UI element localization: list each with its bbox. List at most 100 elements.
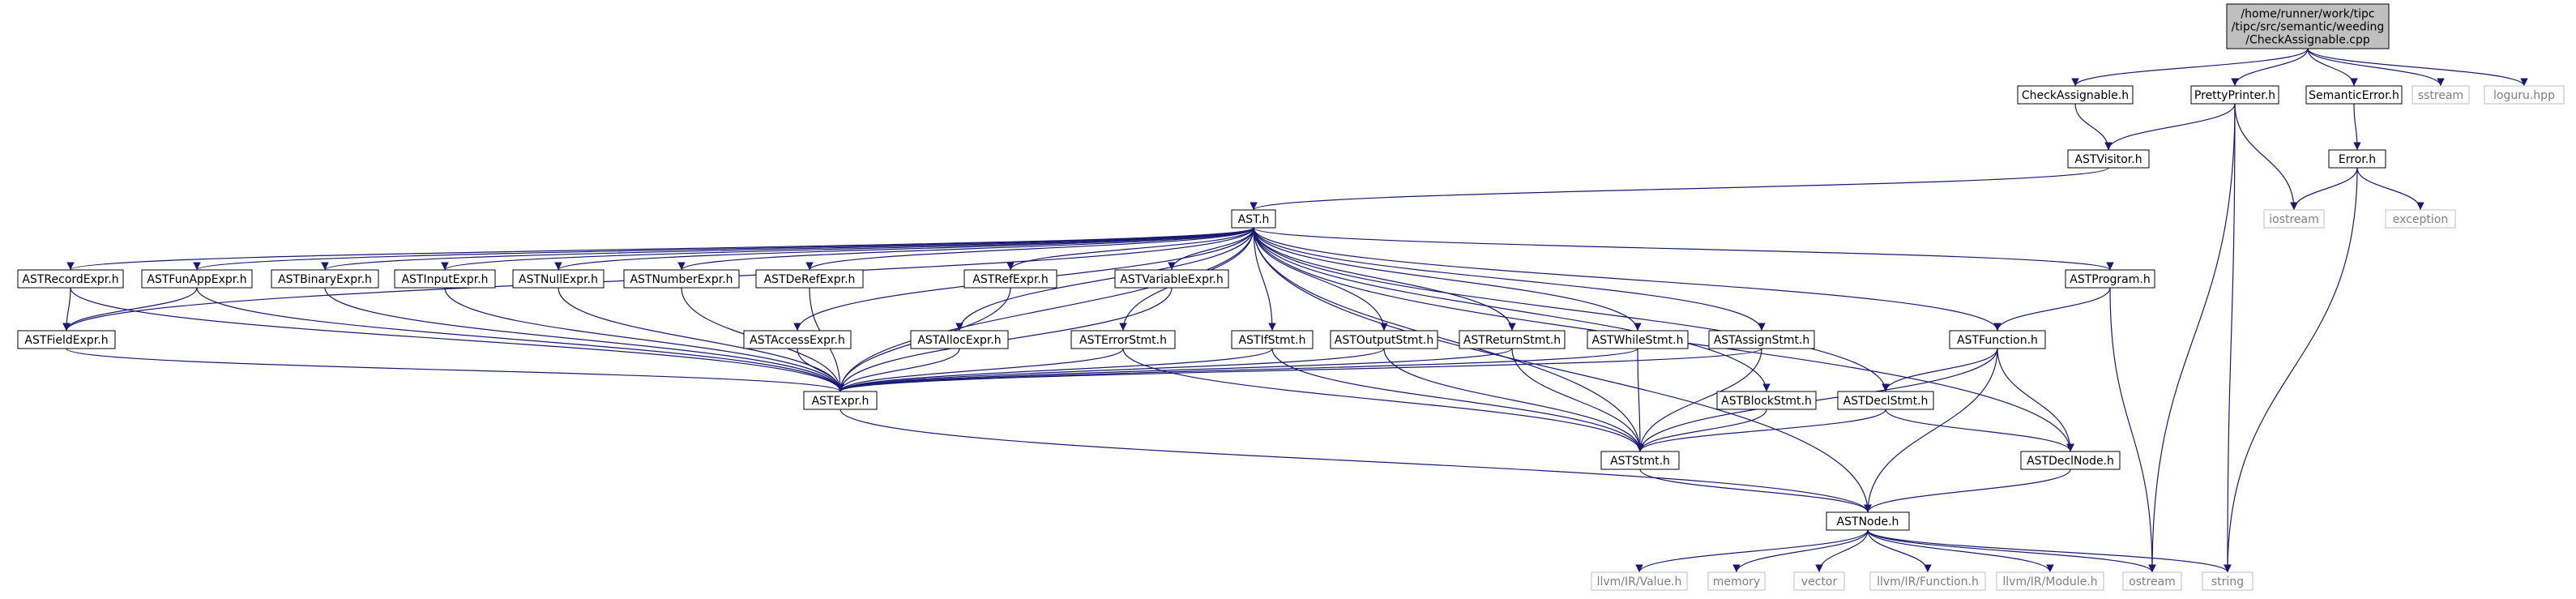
node-string: string [2202, 571, 2253, 591]
node-astoutputstmt-h[interactable]: ASTOutputStmt.h [1330, 330, 1438, 349]
node-box [1869, 571, 1986, 591]
edge-error_h-to-string [2224, 167, 2358, 573]
node-label: ASTFunction.h [1957, 334, 2038, 347]
node-box [394, 269, 496, 289]
node-box [910, 330, 1009, 349]
node-box [2484, 85, 2565, 105]
node-astfunappexpr-h[interactable]: ASTFunAppExpr.h [141, 269, 253, 289]
node-label: llvm/IR/Value.h [1597, 575, 1682, 588]
edge-asterrorstmt_h-to-astexpr_h [836, 348, 1124, 392]
edge-astfunction_h-to-aststmt_h [1636, 348, 1998, 452]
node-box [2067, 149, 2150, 169]
edge-astrecordexpr_h-to-astexpr_h [70, 287, 844, 392]
node-astassignstmt-h[interactable]: ASTAssignStmt.h [1708, 330, 1815, 349]
node-semanticerror-h[interactable]: SemanticError.h [2305, 85, 2403, 105]
node-astderefexpr-h[interactable]: ASTDeRefExpr.h [755, 269, 864, 289]
node-box [1587, 330, 1689, 349]
node-box [17, 269, 124, 289]
node-prettyprinter-h[interactable]: PrettyPrinter.h [2190, 85, 2279, 105]
node-label: ASTInputExpr.h [401, 273, 488, 286]
edge-astfieldexpr_h-to-astexpr_h [66, 348, 844, 392]
node-astfunction-h[interactable]: ASTFunction.h [1949, 330, 2046, 349]
node-error-h[interactable]: Error.h [2328, 149, 2386, 169]
node-llvm-value-h: llvm/IR/Value.h [1591, 571, 1688, 591]
edge-astexpr_h-to-astnode_h [839, 409, 1872, 513]
node-label: ASTDeclNode.h [2027, 455, 2114, 468]
edge-astfunction_h-to-astnode_h [1864, 348, 1998, 513]
node-box [2226, 3, 2390, 49]
edge-ast_h-to-astnumberexpr_h [677, 227, 1254, 271]
edge-astifstmt_h-to-astexpr_h [836, 348, 1273, 392]
edge-semanticerror_h-to-error_h [2353, 103, 2361, 151]
node-astwhilestmt-h[interactable]: ASTWhileStmt.h [1587, 330, 1689, 349]
node-astrecordexpr-h[interactable]: ASTRecordExpr.h [17, 269, 124, 289]
node-label: SemanticError.h [2309, 89, 2399, 102]
node-astrefexpr-h[interactable]: ASTRefExpr.h [963, 269, 1057, 289]
node-label: iostream [2269, 213, 2319, 226]
node-label: ASTAssignStmt.h [1714, 334, 1810, 347]
node-label: memory [1713, 575, 1761, 588]
node-astvisitor-h[interactable]: ASTVisitor.h [2067, 149, 2150, 169]
node-aststmt-h[interactable]: ASTStmt.h [1600, 451, 1680, 470]
node-astnullexpr-h[interactable]: ASTNullExpr.h [512, 269, 604, 289]
edge-ast_h-to-astnullexpr_h [554, 227, 1254, 271]
node-llvm-module-h: llvm/IR/Module.h [1996, 571, 2104, 591]
node-ast-h[interactable]: AST.h [1231, 209, 1276, 229]
node-astdeclstmt-h[interactable]: ASTDeclStmt.h [1837, 391, 1934, 410]
node-label: ASTAccessExpr.h [750, 334, 845, 347]
node-label: ASTBinaryExpr.h [278, 273, 372, 286]
edge-astnode_h-to-llvm_module_h [1867, 529, 2054, 573]
edge-ast_h-to-astexpr_h [836, 227, 1254, 392]
node-box [1600, 451, 1680, 470]
node-label: string [2211, 575, 2244, 588]
node-box [1707, 571, 1766, 591]
node-box [1949, 330, 2046, 349]
node-box [1330, 330, 1438, 349]
node-box [755, 269, 864, 289]
edge-astifstmt_h-to-aststmt_h [1271, 348, 1644, 452]
node-label: /home/runner/work/tipc [2241, 8, 2374, 21]
node-box [2263, 209, 2325, 229]
node-astexpr-h[interactable]: ASTExpr.h [803, 391, 878, 410]
node-asterrorstmt-h[interactable]: ASTErrorStmt.h [1070, 330, 1176, 349]
edge-astfunction_h-to-astdeclstmt_h [1882, 348, 1998, 392]
node-astprogram-h[interactable]: ASTProgram.h [2065, 269, 2155, 289]
node-box [141, 269, 253, 289]
node-memory: memory [1707, 571, 1766, 591]
node-checkassignable-h[interactable]: CheckAssignable.h [2017, 85, 2134, 105]
edge-prettyprinter_h-to-astvisitor_h [2104, 103, 2236, 151]
edge-astallocexpr_h-to-astexpr_h [836, 348, 960, 392]
node-astreturnstmt-h[interactable]: ASTReturnStmt.h [1459, 330, 1566, 349]
node-astbinaryexpr-h[interactable]: ASTBinaryExpr.h [271, 269, 379, 289]
node-astdeclnode-h[interactable]: ASTDeclNode.h [2020, 451, 2121, 470]
edge-ast_h-to-astallocexpr_h [955, 227, 1254, 332]
node-astnumberexpr-h[interactable]: ASTNumberExpr.h [623, 269, 740, 289]
edge-ast_h-to-astassignstmt_h [1253, 227, 1766, 332]
node-astvariableexpr-h[interactable]: ASTVariableExpr.h [1114, 269, 1229, 289]
node-box [1070, 330, 1176, 349]
node-box [963, 269, 1057, 289]
node-box [1793, 571, 1845, 591]
node-box [1114, 269, 1229, 289]
node-label: llvm/IR/Module.h [2002, 575, 2097, 588]
edge-prettyprinter_h-to-iostream [2234, 103, 2298, 211]
edge-astassignstmt_h-to-aststmt_h [1636, 348, 1762, 452]
node-label: ASTErrorStmt.h [1079, 334, 1167, 347]
edge-error_h-to-iostream [2290, 167, 2358, 211]
node-astfieldexpr-h[interactable]: ASTFieldExpr.h [17, 330, 116, 349]
node-label: vector [1801, 575, 1838, 588]
node-astinputexpr-h[interactable]: ASTInputExpr.h [394, 269, 496, 289]
edge-astnode_h-to-ostream [1867, 529, 2156, 573]
node-astallocexpr-h[interactable]: ASTAllocExpr.h [910, 330, 1009, 349]
edge-astbinaryexpr_h-to-astexpr_h [324, 287, 844, 392]
node-astblockstmt-h[interactable]: ASTBlockStmt.h [1716, 391, 1817, 410]
node-astifstmt-h[interactable]: ASTIfStmt.h [1231, 330, 1314, 349]
node-box [2122, 571, 2182, 591]
edge-root-to-semanticerror_h [2307, 48, 2358, 87]
node-label: ASTRecordExpr.h [22, 273, 118, 286]
node-astnode-h[interactable]: ASTNode.h [1826, 511, 1910, 531]
edge-ast_h-to-astrefexpr_h [1006, 227, 1254, 271]
node-astaccessexpr-h[interactable]: ASTAccessExpr.h [743, 330, 852, 349]
edge-astdeclnode_h-to-astnode_h [1864, 469, 2071, 513]
